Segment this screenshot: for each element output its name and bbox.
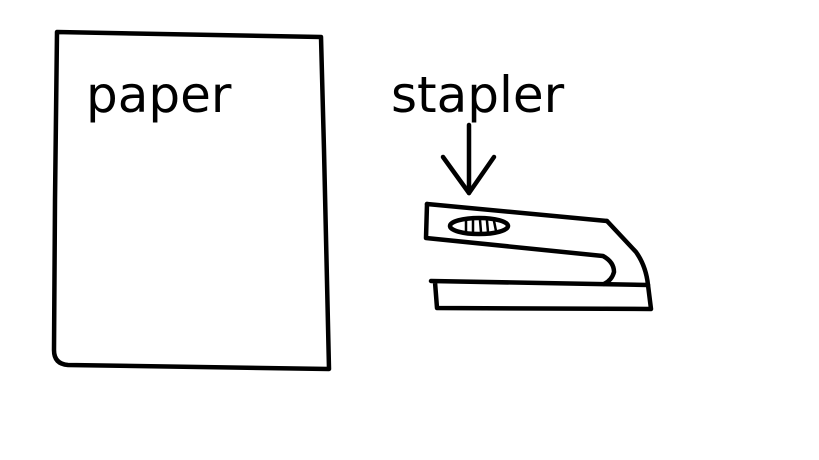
paper-sheet bbox=[51, 29, 332, 372]
stapler-drawing bbox=[423, 201, 654, 312]
stapler-label: stapler bbox=[391, 66, 565, 124]
stapler-grip bbox=[447, 215, 511, 237]
paper-label: paper bbox=[86, 66, 232, 124]
arrow-down-icon bbox=[440, 122, 497, 196]
